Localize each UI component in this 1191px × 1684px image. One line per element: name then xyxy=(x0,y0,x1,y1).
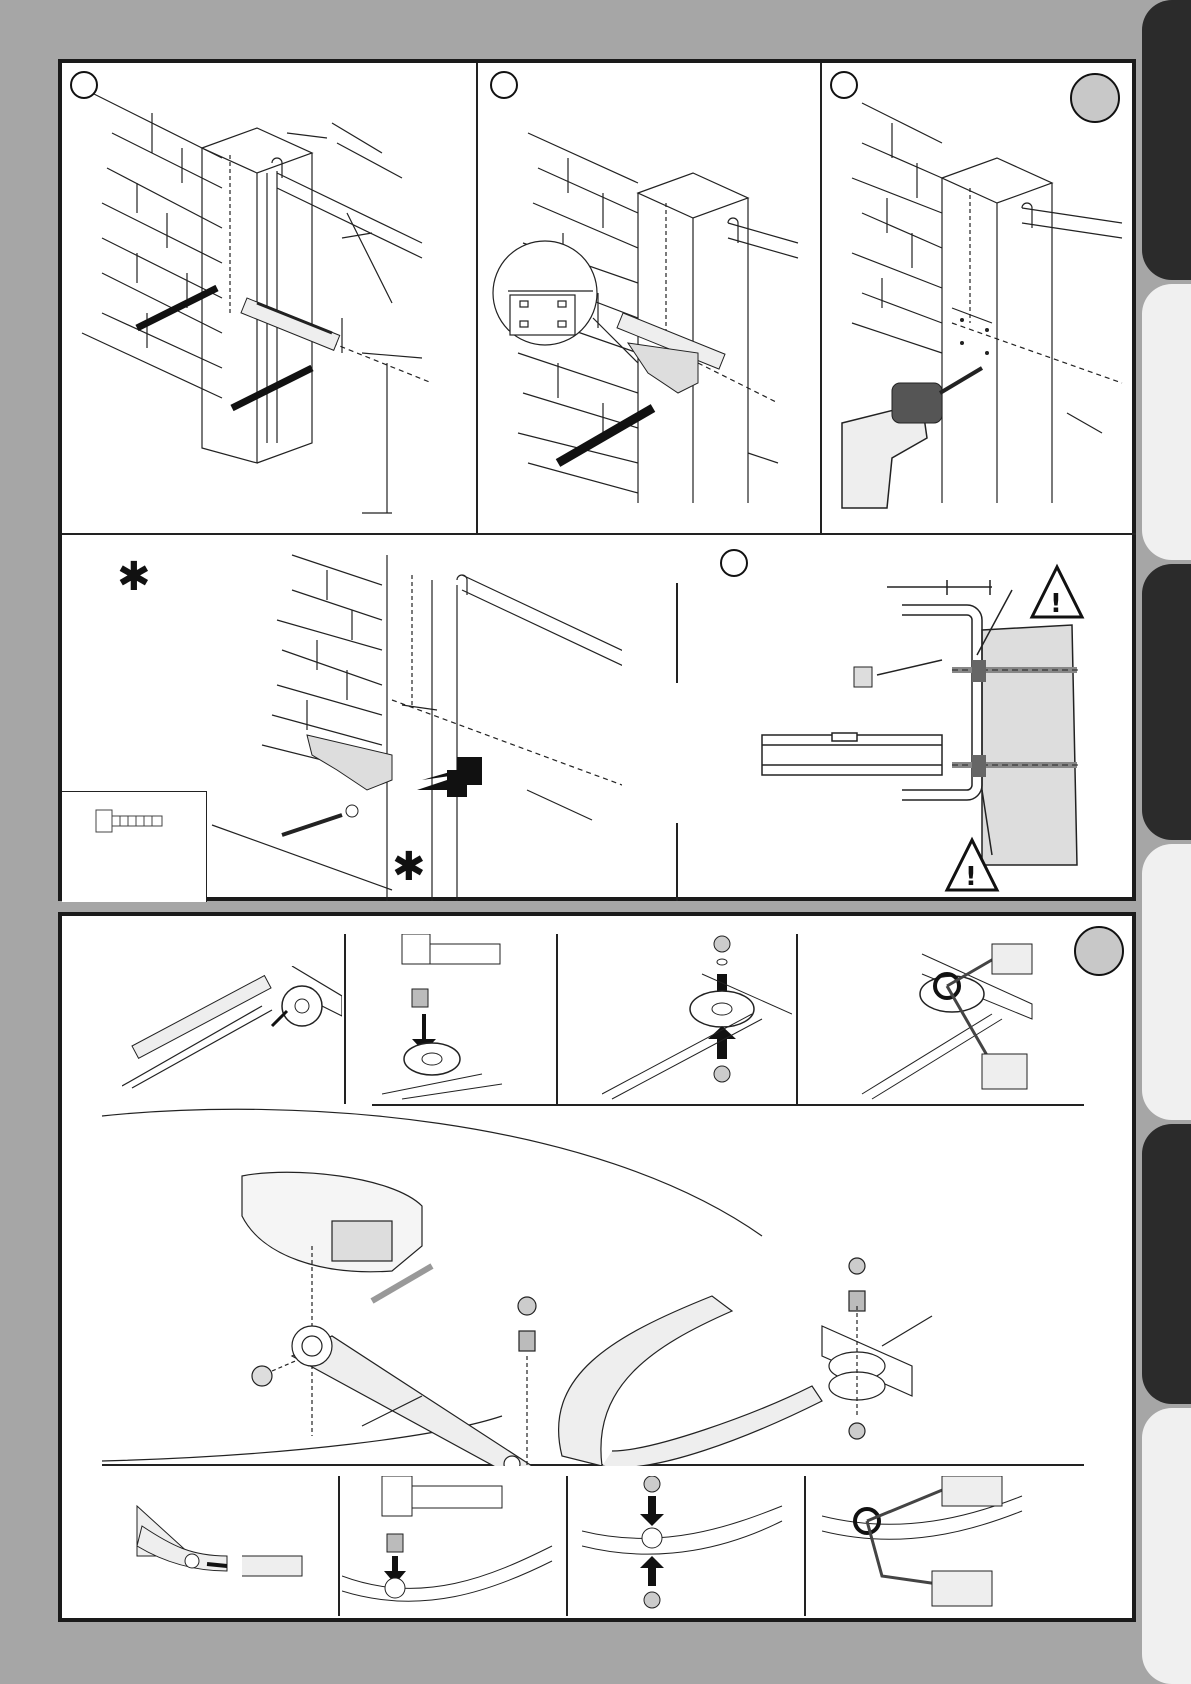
divider xyxy=(676,823,678,901)
section-tab-5[interactable] xyxy=(1142,1124,1191,1404)
section-badge xyxy=(1070,73,1120,123)
step-number-badge xyxy=(70,71,98,99)
figure-drill-holes xyxy=(822,63,1136,533)
asterisk-icon: ✱ xyxy=(117,554,151,600)
installation-panel-bottom xyxy=(58,912,1136,1622)
figure-level-bracket: ! ! xyxy=(682,535,1136,901)
figure-arm-assembly xyxy=(92,1096,1092,1466)
divider xyxy=(566,1476,568,1616)
svg-text:!: ! xyxy=(1050,589,1062,619)
figure-circlip-pliers xyxy=(842,934,1042,1104)
screw-legend-box xyxy=(62,791,207,902)
step-number-badge xyxy=(720,549,748,577)
figure-hammer-bush xyxy=(382,934,552,1104)
screw-icon xyxy=(96,810,162,832)
warning-icon: ! xyxy=(1032,567,1082,619)
section-tab-4[interactable] xyxy=(1142,844,1191,1120)
figure-pin-curved-arm xyxy=(582,1476,802,1616)
section-tab-2[interactable] xyxy=(1142,284,1191,560)
section-badge xyxy=(1074,926,1124,976)
figure-curved-arm-join xyxy=(132,1486,332,1606)
divider xyxy=(804,1476,806,1616)
figure-position-bracket xyxy=(478,63,820,533)
asterisk-icon: ✱ xyxy=(392,844,426,890)
step-number-badge xyxy=(490,71,518,99)
section-tab-6[interactable] xyxy=(1142,1408,1191,1684)
installation-panel-top: ✱ ✱ xyxy=(58,59,1136,901)
divider xyxy=(676,583,678,683)
svg-text:!: ! xyxy=(965,862,977,892)
figure-circlip-curved-arm xyxy=(822,1476,1042,1616)
section-tab-3[interactable] xyxy=(1142,564,1191,840)
figure-insert-pin xyxy=(602,934,792,1104)
divider xyxy=(796,934,798,1104)
section-tab-1[interactable] xyxy=(1142,0,1191,280)
figure-mark-pillar xyxy=(62,63,476,533)
step-number-badge xyxy=(830,71,858,99)
divider xyxy=(344,934,346,1104)
divider xyxy=(338,1476,340,1616)
divider xyxy=(556,934,558,1104)
figure-arm-insert xyxy=(122,966,342,1106)
figure-hammer-curved-arm xyxy=(342,1476,562,1616)
